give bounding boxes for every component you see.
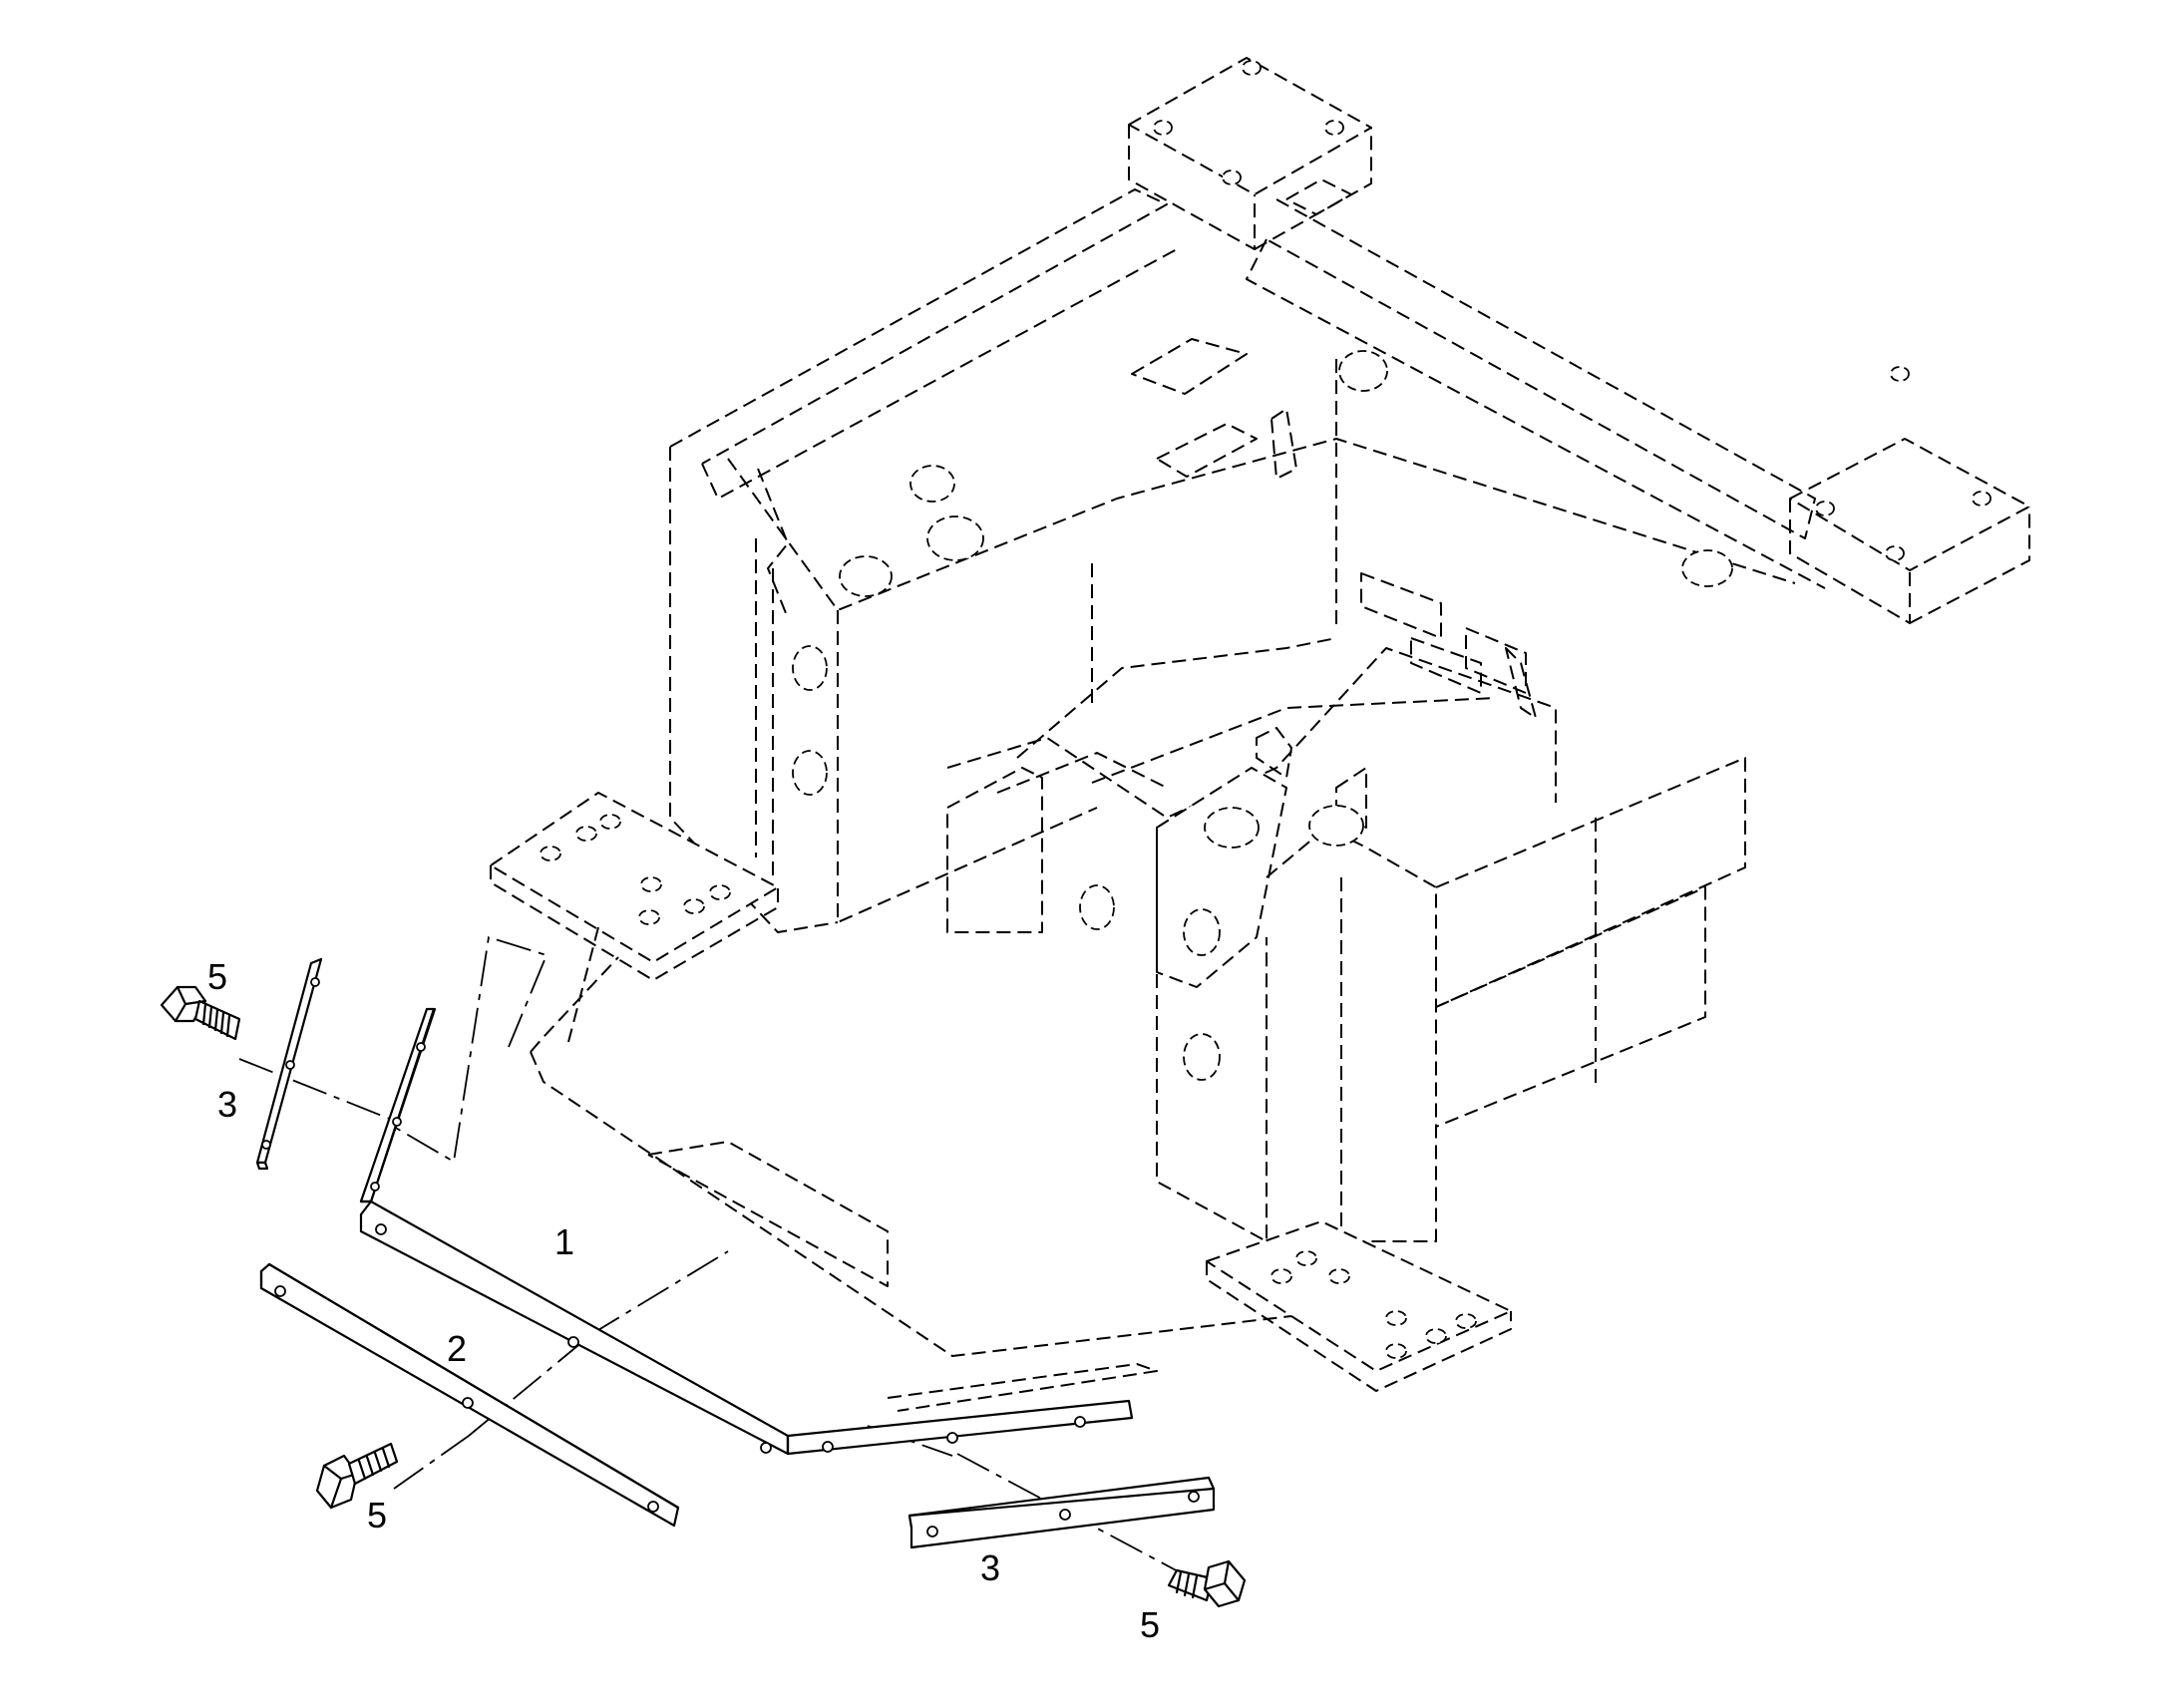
callout-item-3-right: 3	[980, 1547, 1000, 1588]
part-5-bolt-left	[315, 1442, 399, 1510]
part-5-bolt-top	[160, 985, 241, 1041]
part-5-bolt-right	[1167, 1559, 1247, 1608]
callout-item-5-left: 5	[367, 1495, 387, 1536]
callout-item-3-left: 3	[217, 1084, 237, 1125]
frame-right-foot	[1206, 1220, 1512, 1372]
part-1-bracket	[359, 1007, 1134, 1456]
part-2-flat-bar	[259, 1262, 680, 1528]
part-3-strip-left	[255, 957, 323, 1171]
frame-left-foot	[490, 792, 779, 963]
part-3-strip-right	[908, 1476, 1216, 1549]
callout-item-5-top: 5	[207, 956, 227, 997]
callout-item-5-right: 5	[1140, 1604, 1160, 1645]
callouts: 1 2 3 3 5 5 5	[207, 956, 1160, 1645]
frame-phantom	[490, 57, 2030, 1412]
assembly-center-lines	[238, 935, 1183, 1574]
frame-right-pad	[1789, 438, 2030, 571]
callout-item-1: 1	[554, 1221, 574, 1262]
callout-item-2: 2	[447, 1328, 467, 1369]
